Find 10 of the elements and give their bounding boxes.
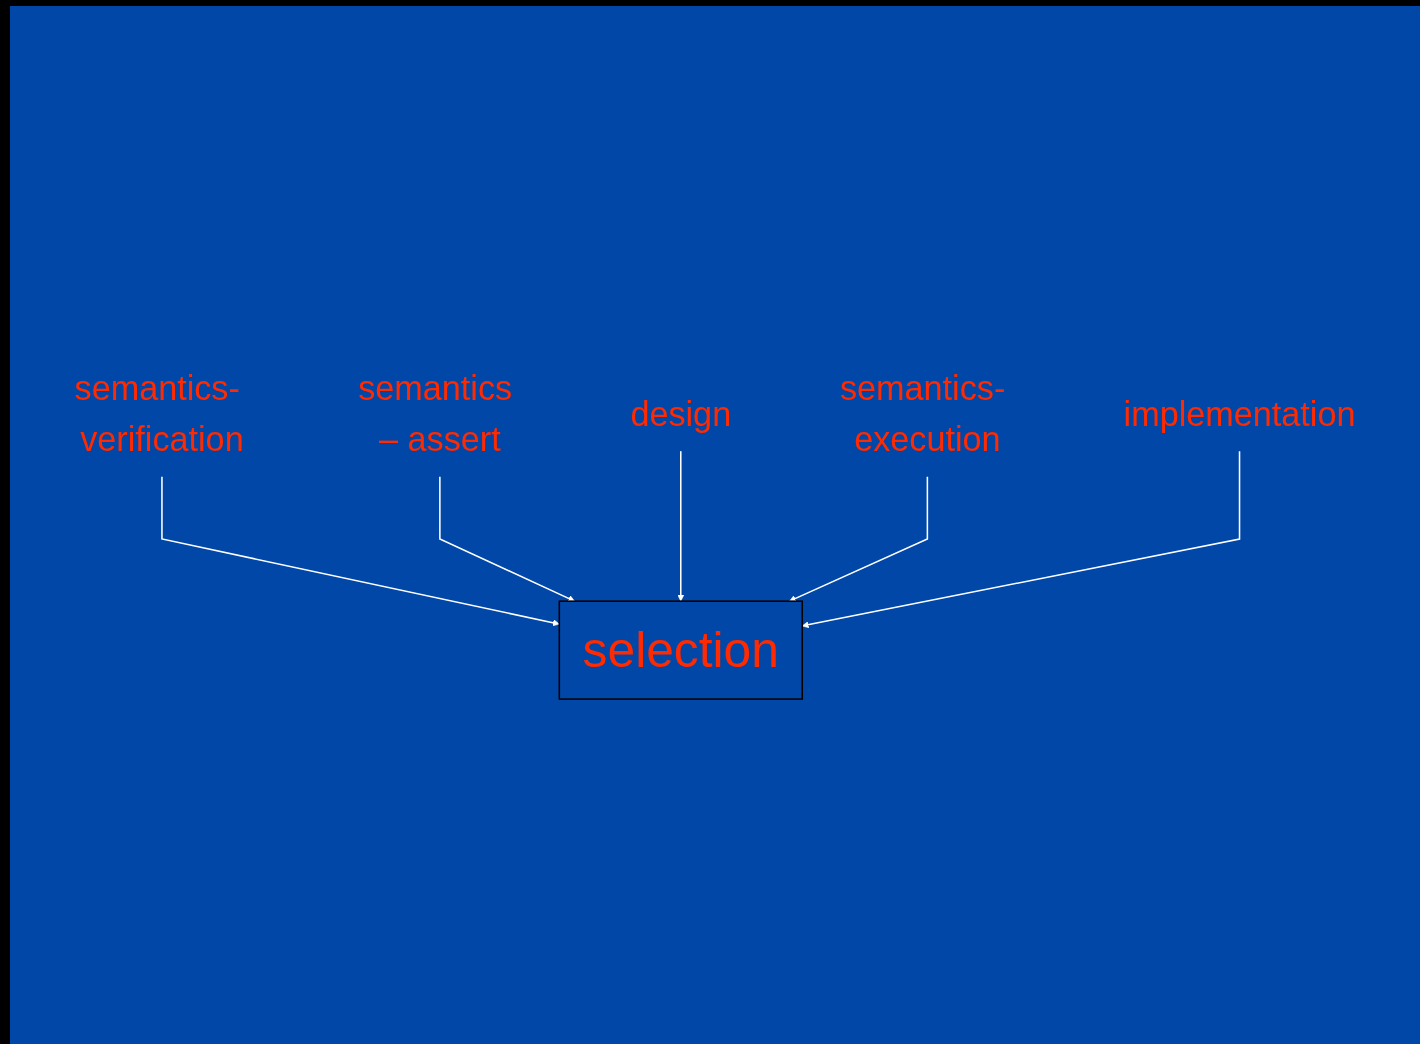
arrow bbox=[161, 476, 560, 627]
arrow bbox=[789, 476, 929, 602]
node-box: selection bbox=[558, 600, 803, 700]
node-text: semantics – assert bbox=[358, 368, 513, 459]
node-text: design bbox=[630, 394, 732, 433]
node-text: implementation bbox=[1123, 394, 1356, 433]
arrow bbox=[439, 476, 575, 602]
node-text: semantics- execution bbox=[839, 368, 1006, 459]
arrow bbox=[677, 450, 685, 602]
node-text: semantics- verification bbox=[74, 368, 244, 459]
